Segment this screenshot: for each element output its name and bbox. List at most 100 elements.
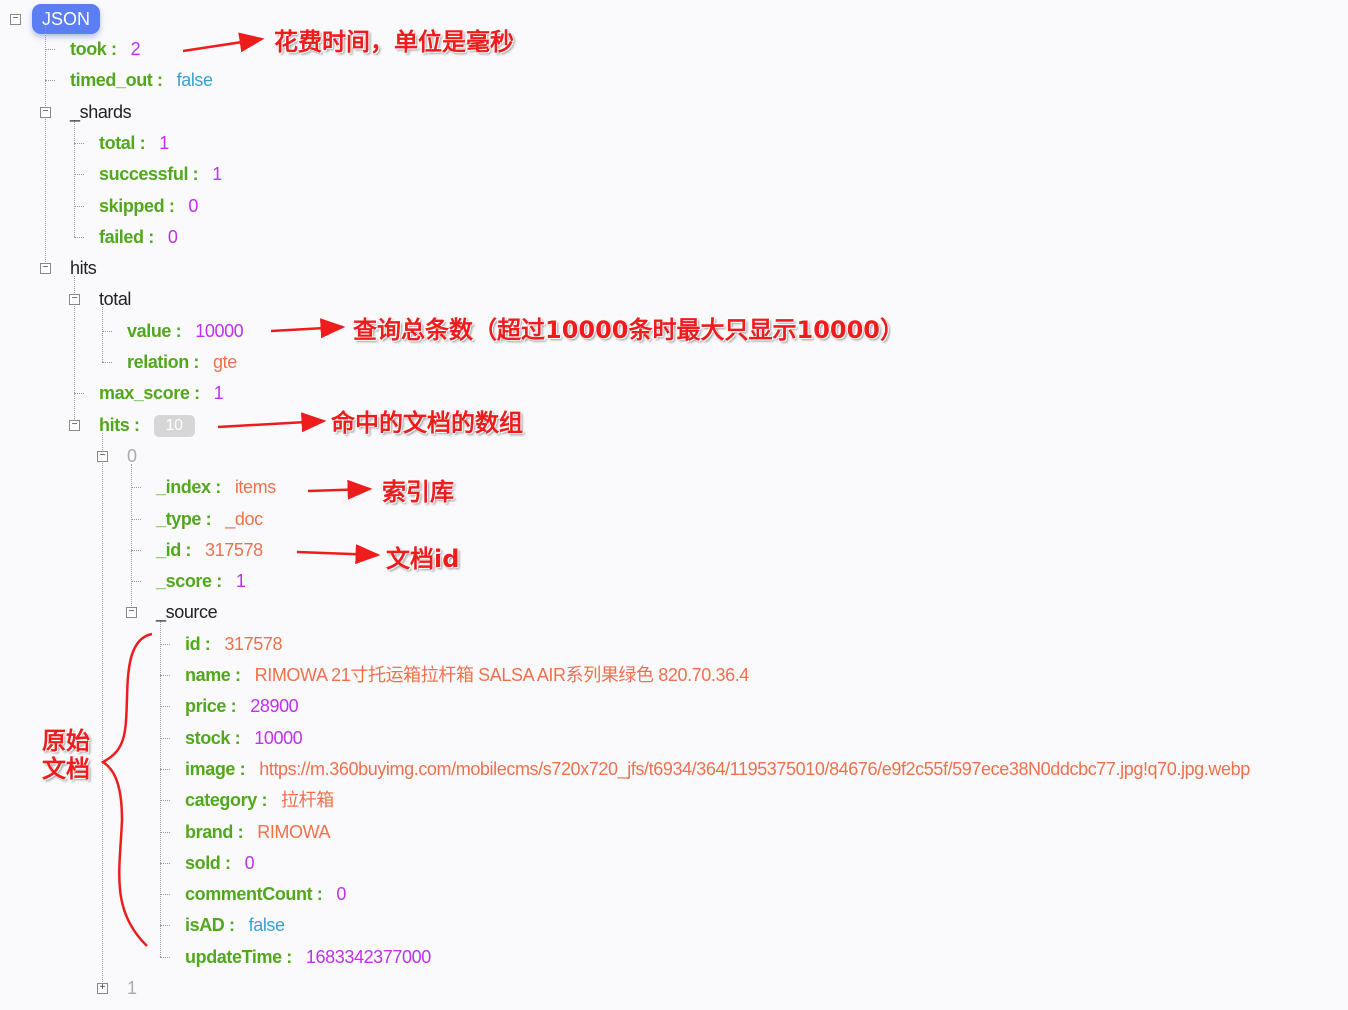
arrow-index bbox=[307, 479, 373, 500]
tree-leaf-image: image : https://m.360buyimg.com/mobilecms… bbox=[185, 754, 1250, 784]
tree-guide-line bbox=[74, 276, 75, 425]
key-label: category : bbox=[185, 790, 268, 811]
tree-leaf-timed_out: timed_out :false bbox=[70, 65, 213, 95]
collapse-toggle[interactable]: − bbox=[69, 294, 80, 306]
key-label: hits : bbox=[99, 414, 140, 435]
tree-leaf-_index: _index :items bbox=[156, 472, 276, 502]
value-string: RIMOWA bbox=[257, 821, 331, 842]
source-brace bbox=[100, 632, 153, 947]
value-number: 1 bbox=[213, 383, 224, 404]
value-string: gte bbox=[213, 352, 237, 372]
tree-branch-line bbox=[160, 862, 170, 864]
key-label: name : bbox=[185, 665, 241, 685]
key-label: failed : bbox=[99, 226, 154, 247]
array-index-label[interactable]: 1 bbox=[127, 978, 137, 998]
node-label[interactable]: hits bbox=[70, 258, 97, 279]
annotation-hits: 命中的文档的数组 bbox=[331, 409, 523, 437]
tree-node-_source: _source bbox=[156, 597, 218, 627]
value-boolean: false bbox=[176, 70, 213, 91]
value-string: RIMOWA 21寸托运箱拉杆箱 SALSA AIR系列果绿色 820.70.3… bbox=[254, 665, 750, 685]
tree-branch-line bbox=[45, 80, 55, 82]
tree-branch-line bbox=[160, 768, 170, 770]
node-label[interactable]: _shards bbox=[70, 101, 132, 122]
tree-leaf-brand: brand :RIMOWA bbox=[185, 817, 331, 847]
collapse-toggle[interactable]: − bbox=[126, 607, 137, 619]
tree-leaf-hits: hits : 10 bbox=[99, 410, 195, 440]
value-string: _doc bbox=[225, 508, 263, 529]
value-number: 1 bbox=[235, 571, 246, 592]
collapse-toggle[interactable]: − bbox=[97, 450, 108, 462]
arrow-id bbox=[296, 544, 381, 565]
tree-node-hits: hits bbox=[70, 253, 97, 283]
annotation-source-2: 文档 bbox=[42, 755, 90, 783]
key-label: successful : bbox=[99, 164, 199, 185]
value-number: 0 bbox=[167, 226, 178, 247]
collapse-toggle[interactable]: − bbox=[69, 419, 80, 431]
tree-branch-line bbox=[74, 236, 84, 238]
key-label: price : bbox=[185, 696, 237, 717]
tree-branch-line bbox=[160, 675, 170, 676]
tree-leaf-price: price : 28900 bbox=[185, 691, 299, 721]
array-item-0: 0 bbox=[127, 441, 137, 471]
node-label[interactable]: _source bbox=[156, 602, 218, 623]
arrow-total bbox=[270, 318, 346, 339]
collapse-toggle[interactable]: − bbox=[40, 263, 51, 275]
root-node-label[interactable]: JSON bbox=[32, 4, 101, 34]
tree-leaf-max_score: max_score : 1 bbox=[99, 378, 224, 408]
value-string: items bbox=[234, 477, 276, 498]
tree-branch-line bbox=[102, 330, 112, 332]
key-label: _score : bbox=[156, 571, 222, 592]
tree-leaf-_score: _score : 1 bbox=[156, 566, 246, 596]
tree-branch-line bbox=[102, 362, 112, 363]
tree-leaf-failed: failed : 0 bbox=[99, 222, 178, 252]
value-number: 10000 bbox=[254, 727, 303, 748]
value-number: 28900 bbox=[250, 696, 299, 717]
array-count-badge: 10 bbox=[153, 414, 195, 437]
key-label: skipped : bbox=[99, 195, 175, 216]
annotation-total: 查询总条数（超过10000条时最大只显示10000） bbox=[353, 316, 904, 344]
key-label: took : bbox=[70, 39, 117, 59]
tree-guide-line bbox=[160, 620, 161, 957]
node-label[interactable]: total bbox=[99, 289, 132, 310]
value-string: 拉杆箱 bbox=[281, 790, 334, 811]
value-number: 0 bbox=[244, 852, 255, 873]
expand-toggle[interactable]: + bbox=[97, 983, 108, 994]
tree-branch-line bbox=[131, 549, 141, 551]
value-boolean: false bbox=[248, 915, 285, 936]
key-label: _id : bbox=[156, 539, 192, 560]
tree-leaf-sold: sold :0 bbox=[185, 848, 255, 878]
value-number: 0 bbox=[188, 195, 199, 216]
tree-branch-line bbox=[131, 518, 141, 520]
value-number: 1683342377000 bbox=[305, 946, 431, 967]
key-label: _type : bbox=[156, 508, 212, 529]
annotation-index: 索引库 bbox=[382, 478, 454, 506]
value-string: https://m.360buyimg.com/mobilecms/s720x7… bbox=[259, 758, 1250, 779]
value-number: 10000 bbox=[195, 320, 244, 341]
key-label: max_score : bbox=[99, 383, 200, 404]
key-label: value : bbox=[127, 320, 182, 341]
tree-leaf-total: total :1 bbox=[99, 128, 169, 158]
annotation-took: 花费时间，单位是毫秒 bbox=[274, 28, 514, 56]
tree-branch-line bbox=[160, 737, 170, 739]
array-index-label[interactable]: 0 bbox=[127, 445, 137, 466]
value-number: 1 bbox=[212, 164, 222, 185]
tree-leaf-commentCount: commentCount :0 bbox=[185, 879, 346, 909]
key-label: updateTime : bbox=[185, 946, 292, 967]
collapse-root-toggle[interactable]: − bbox=[10, 14, 21, 25]
key-label: image : bbox=[185, 758, 246, 779]
tree-node-_shards: _shards bbox=[70, 97, 132, 127]
arrow-took bbox=[182, 32, 265, 53]
tree-branch-line bbox=[74, 174, 84, 176]
tree-leaf-successful: successful : 1 bbox=[99, 159, 222, 189]
tree-guide-line bbox=[102, 307, 103, 362]
tree-leaf-relation: relation :gte bbox=[127, 347, 237, 377]
value-string: 317578 bbox=[205, 539, 263, 560]
tree-guide-line bbox=[74, 119, 75, 237]
tree-leaf-id: id :317578 bbox=[185, 629, 282, 659]
collapse-toggle[interactable]: − bbox=[40, 106, 51, 118]
tree-leaf-category: category : 拉杆箱 bbox=[185, 785, 334, 815]
tree-leaf-updateTime: updateTime : 1683342377000 bbox=[185, 942, 431, 972]
tree-leaf-_type: _type : _doc bbox=[156, 504, 263, 534]
